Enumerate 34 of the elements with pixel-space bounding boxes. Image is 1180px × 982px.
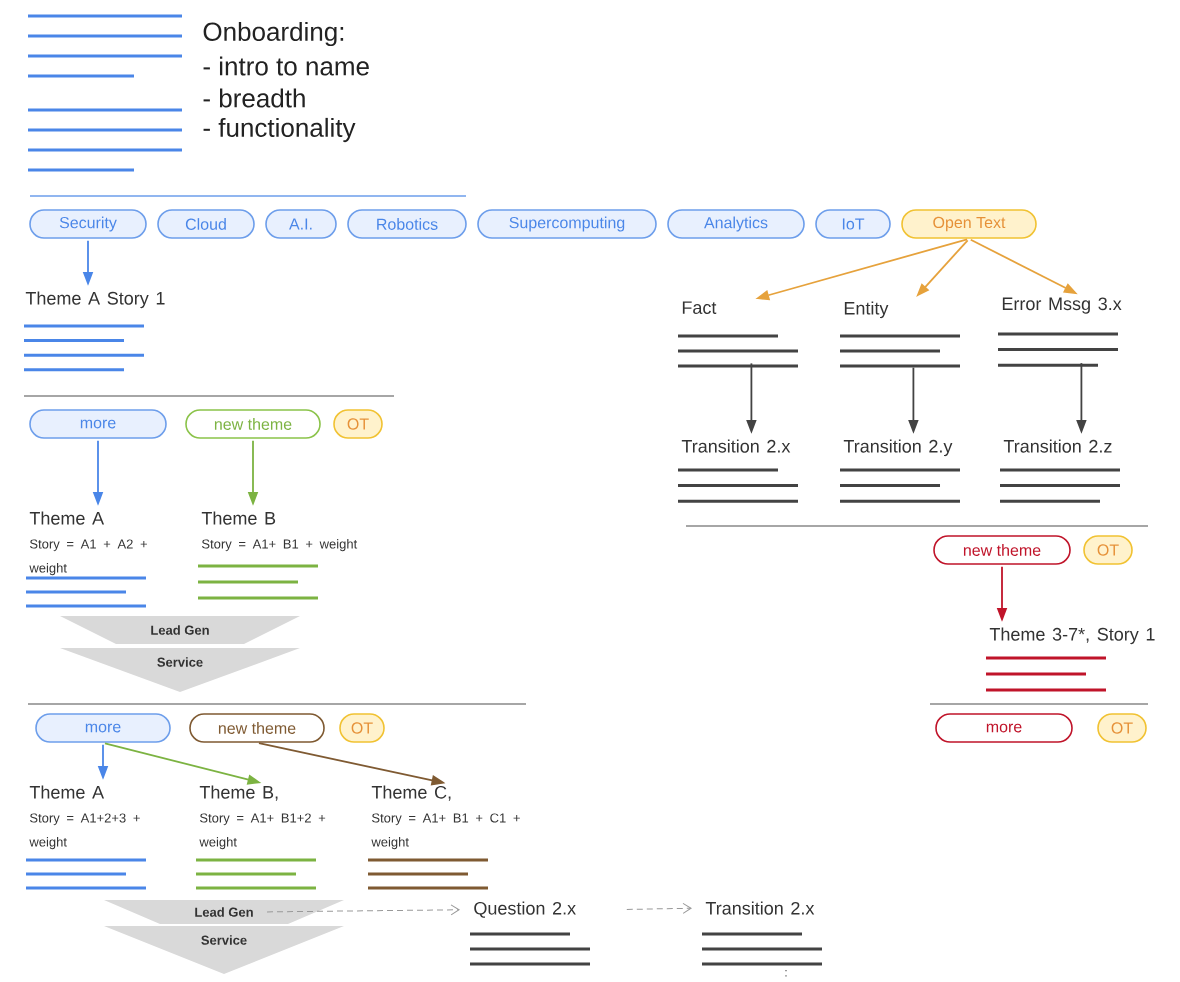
heading-text: - intro to name	[203, 56, 369, 76]
story-card: Transition 2.x	[702, 901, 822, 966]
story-card: Transition 2.z	[1000, 439, 1120, 503]
pill-button: OT	[333, 409, 383, 439]
arrow	[266, 904, 460, 916]
pill-button: Analytics	[667, 209, 805, 239]
story-card: Entity	[840, 301, 960, 368]
story-card: Error Mssg 3.x	[998, 297, 1122, 367]
story-card: Transition 2.y	[840, 439, 960, 503]
pill-button: OT	[1097, 713, 1147, 743]
heading-text: - breadth	[203, 88, 305, 108]
arrow	[626, 902, 692, 914]
pill-button: new theme	[933, 535, 1071, 565]
pill-button: OT	[1083, 535, 1133, 565]
pill-button: Open Text	[901, 209, 1037, 239]
pill-button: OT	[339, 713, 385, 743]
pill-button: new theme	[185, 409, 321, 439]
heading-text: - functionality	[203, 117, 356, 143]
pill-button: more	[935, 713, 1073, 743]
pill-button: Robotics	[347, 209, 467, 239]
pill-button: more	[29, 409, 167, 439]
pill-button: Supercomputing	[477, 209, 657, 239]
pill-button: more	[35, 713, 171, 743]
pill-button: Security	[29, 209, 147, 239]
pill-button: A.I.	[265, 209, 337, 239]
story-card: Theme A Story 1	[24, 291, 165, 372]
pill-button: Cloud	[157, 209, 255, 239]
heading-text: Onboarding:	[203, 21, 344, 47]
pill-button: IoT	[815, 209, 891, 239]
story-card: Question 2.x	[470, 901, 590, 966]
story-card: Fact	[678, 301, 798, 368]
story-card: Transition 2.x	[678, 439, 798, 503]
pill-button: new theme	[189, 713, 325, 743]
story-card: Theme 3-7*, Story 1	[986, 627, 1155, 692]
